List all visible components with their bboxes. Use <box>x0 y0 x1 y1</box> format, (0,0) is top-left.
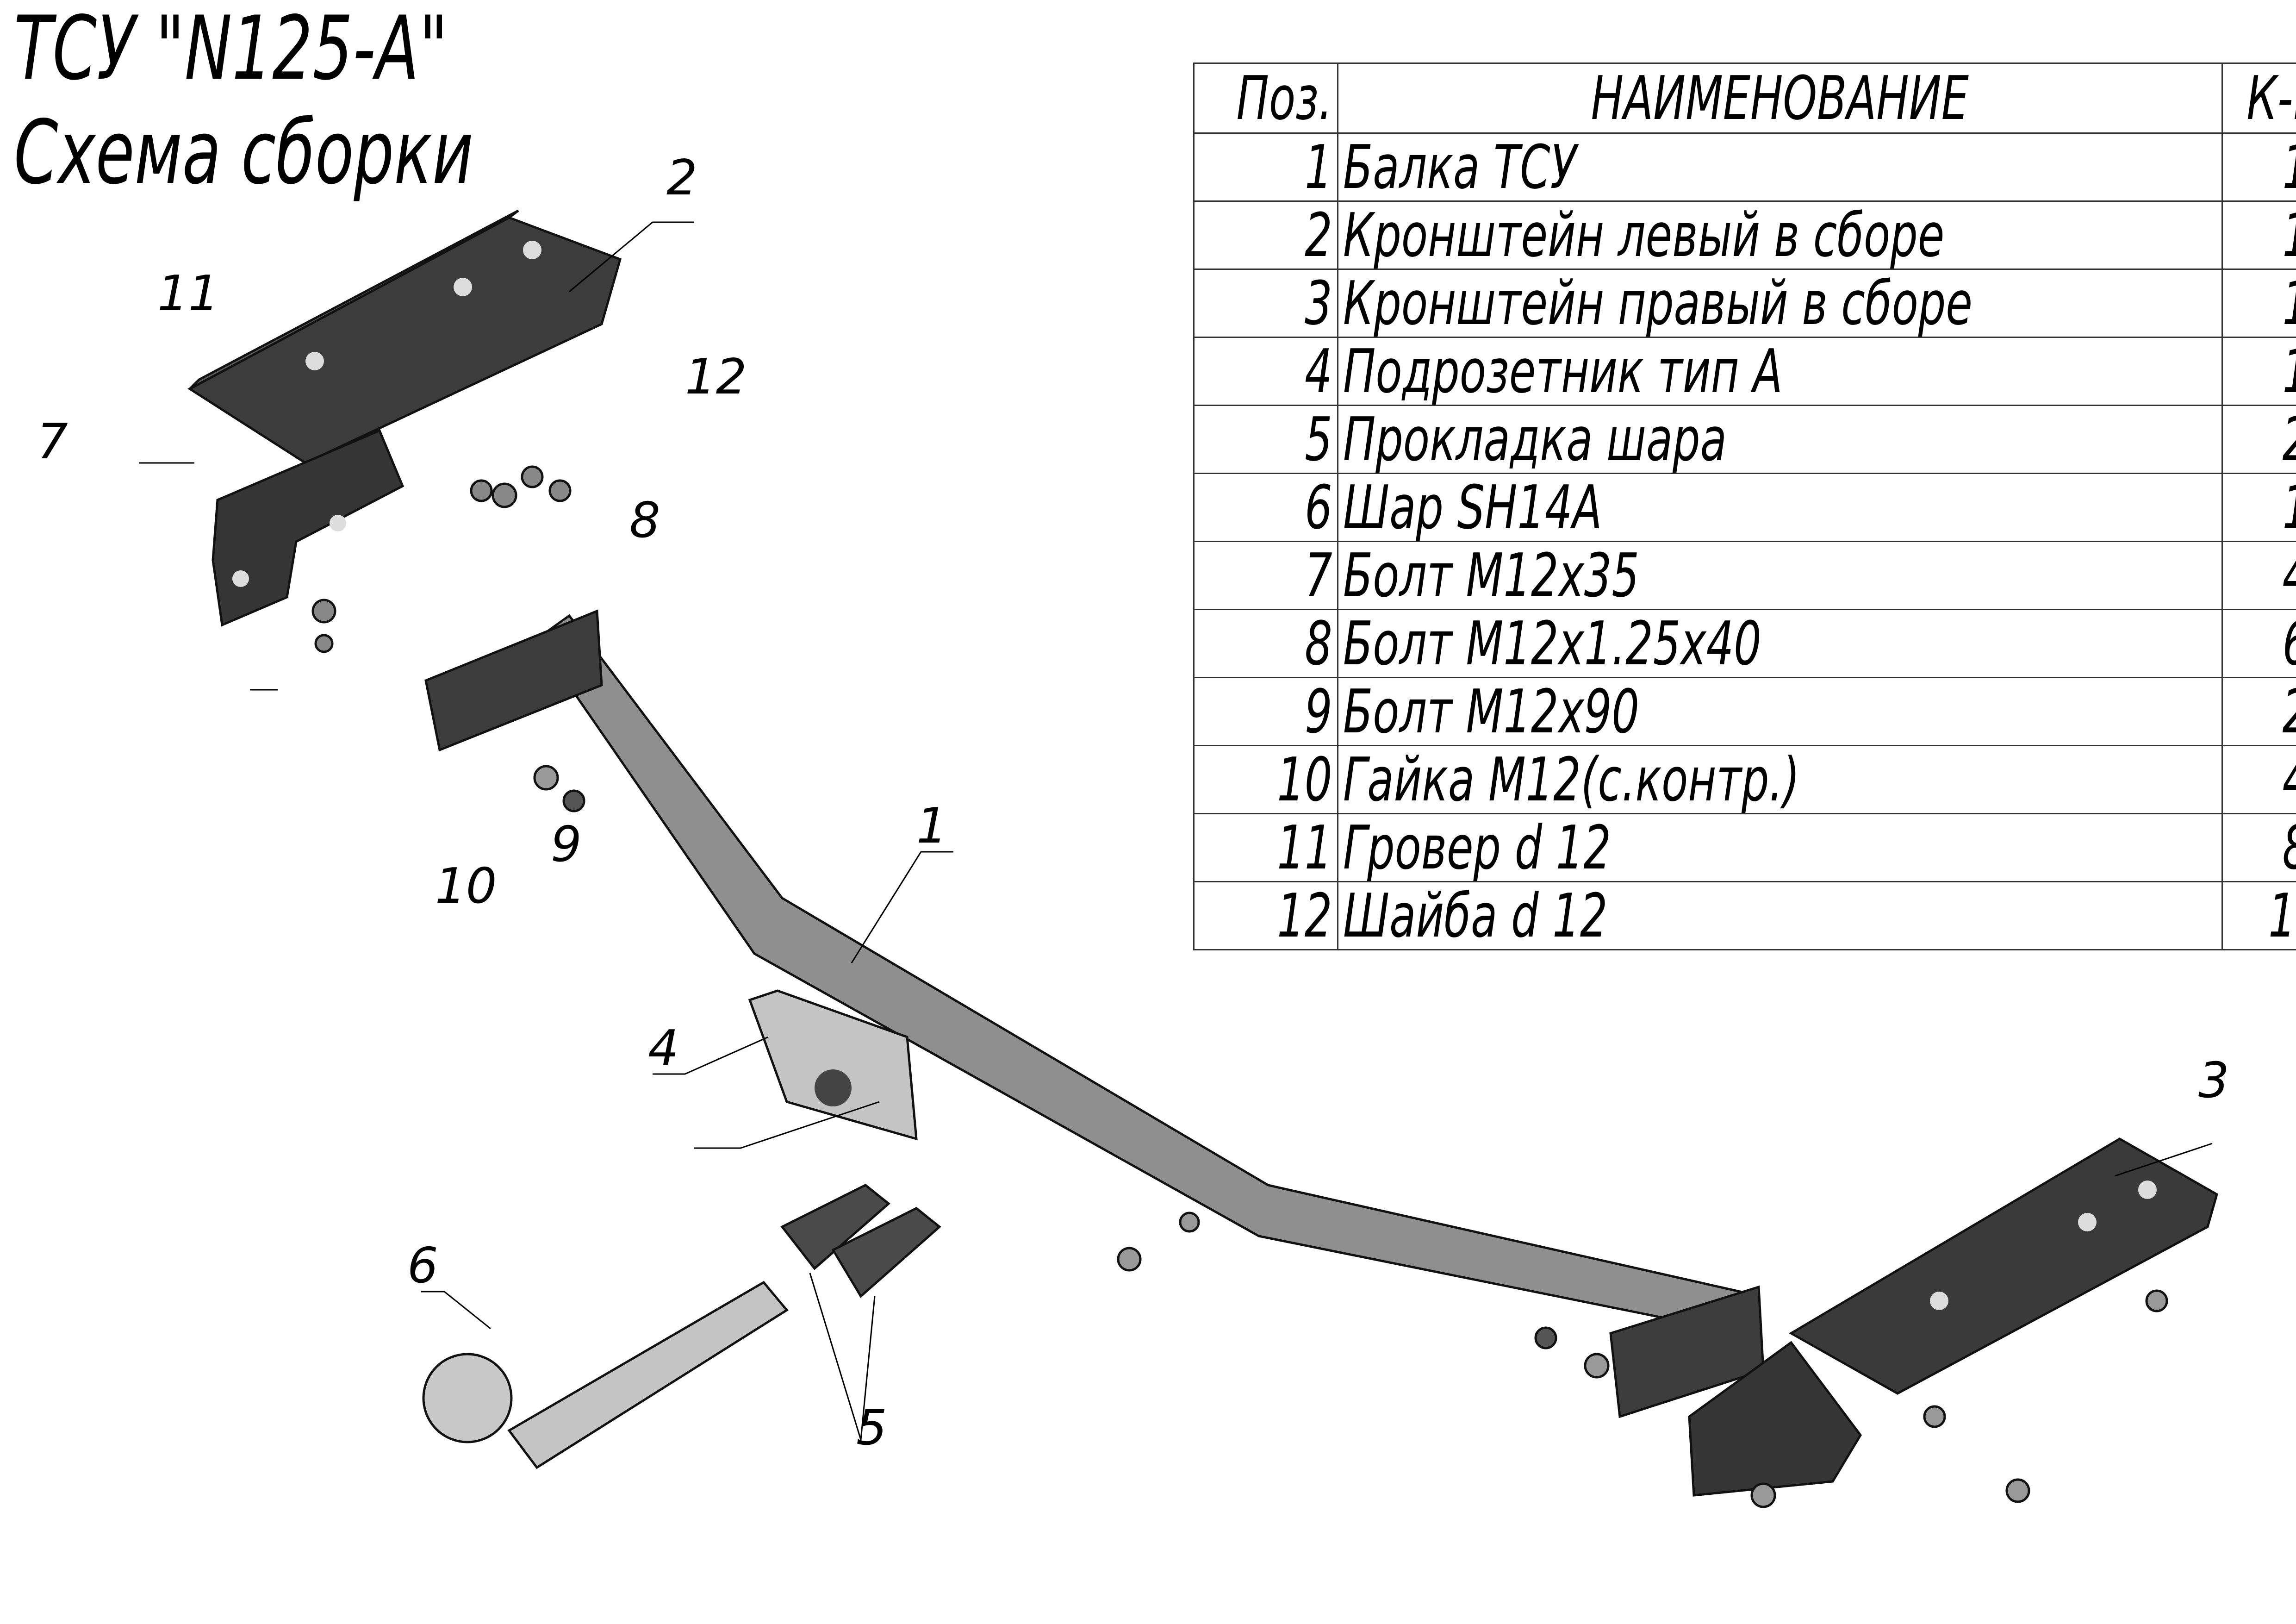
callout-6: 6 <box>407 1237 438 1294</box>
bom-qty: 8 <box>2221 813 2296 882</box>
callout-2: 2 <box>666 150 697 206</box>
bom-name: Шайба d 12 <box>1337 881 2223 950</box>
bom-pos: 11 <box>1193 813 1338 882</box>
callout-labels: 1 2 3 4 5 6 7 8 9 10 11 12 <box>37 150 2229 1456</box>
callout-3: 3 <box>2198 1052 2229 1109</box>
bom-pos: 8 <box>1193 609 1338 678</box>
tow-beam <box>424 609 1765 1418</box>
fasteners <box>311 465 2168 1508</box>
bom-name: Гайка M12(с.контр.) <box>1337 745 2223 814</box>
bom-qty: 4 <box>2221 745 2296 814</box>
bom-qty: 2 <box>2221 405 2296 474</box>
callout-8: 8 <box>629 492 660 549</box>
ball-spacers <box>780 1184 941 1298</box>
tow-ball <box>422 1280 789 1469</box>
bom-pos: 7 <box>1193 541 1338 610</box>
bom-qty: 15 <box>2221 881 2296 950</box>
bom-pos: 2 <box>1193 200 1338 270</box>
callout-4: 4 <box>648 1020 679 1076</box>
bom-qty: 6 <box>2221 609 2296 678</box>
socket-plate <box>748 989 918 1141</box>
bom-qty: 1 <box>2221 473 2296 542</box>
bom-pos: 3 <box>1193 269 1338 338</box>
bom-pos: 9 <box>1193 677 1338 746</box>
callout-5: 5 <box>856 1399 887 1456</box>
callout-7: 7 <box>37 413 68 470</box>
bom-pos: 5 <box>1193 405 1338 474</box>
bom-qty: 1 <box>2221 132 2296 202</box>
drawing-title: ТСУ "N125-A" <box>14 0 448 100</box>
bom-qty: 2 <box>2221 677 2296 746</box>
bom-name: Кронштейн левый в сборе <box>1337 200 2223 270</box>
bom-name: Балка ТСУ <box>1337 132 2223 202</box>
leader-lines <box>139 221 2213 1440</box>
header-qty: К-во <box>2221 62 2296 134</box>
bom-name: Гровер d 12 <box>1337 813 2223 882</box>
callout-11: 11 <box>157 265 219 322</box>
bom-name: Подрозетник тип A <box>1337 337 2223 406</box>
bom-pos: 4 <box>1193 337 1338 406</box>
drawing-subtitle: Схема сборки <box>14 101 473 204</box>
bom-name: Прокладка шара <box>1337 405 2223 474</box>
right-bracket <box>1688 1137 2218 1497</box>
callout-1: 1 <box>916 798 947 854</box>
bom-name: Болт M12x90 <box>1337 677 2223 746</box>
header-pos: Поз. <box>1193 62 1338 134</box>
bom-pos: 6 <box>1193 473 1338 542</box>
bom-qty: 1 <box>2221 200 2296 270</box>
bom-pos: 1 <box>1193 132 1338 202</box>
bom-name: Кронштейн правый в сборе <box>1337 269 2223 338</box>
bom-name: Шар SH14A <box>1337 473 2223 542</box>
left-bracket <box>187 209 622 627</box>
bom-name: Болт M12x1.25x40 <box>1337 609 2223 678</box>
bom-qty: 1 <box>2221 269 2296 338</box>
bom-qty: 4 <box>2221 541 2296 610</box>
bom-name: Болт M12x35 <box>1337 541 2223 610</box>
callout-12: 12 <box>685 349 747 405</box>
bom-pos: 12 <box>1193 881 1338 950</box>
bom-pos: 10 <box>1193 745 1338 814</box>
bom-header-row: Поз. НАИМЕНОВАНИЕ К-во <box>1193 62 2296 134</box>
bom-qty: 1 <box>2221 337 2296 406</box>
callout-9: 9 <box>551 816 582 873</box>
callout-10: 10 <box>435 858 497 914</box>
header-name: НАИМЕНОВАНИЕ <box>1337 62 2223 134</box>
